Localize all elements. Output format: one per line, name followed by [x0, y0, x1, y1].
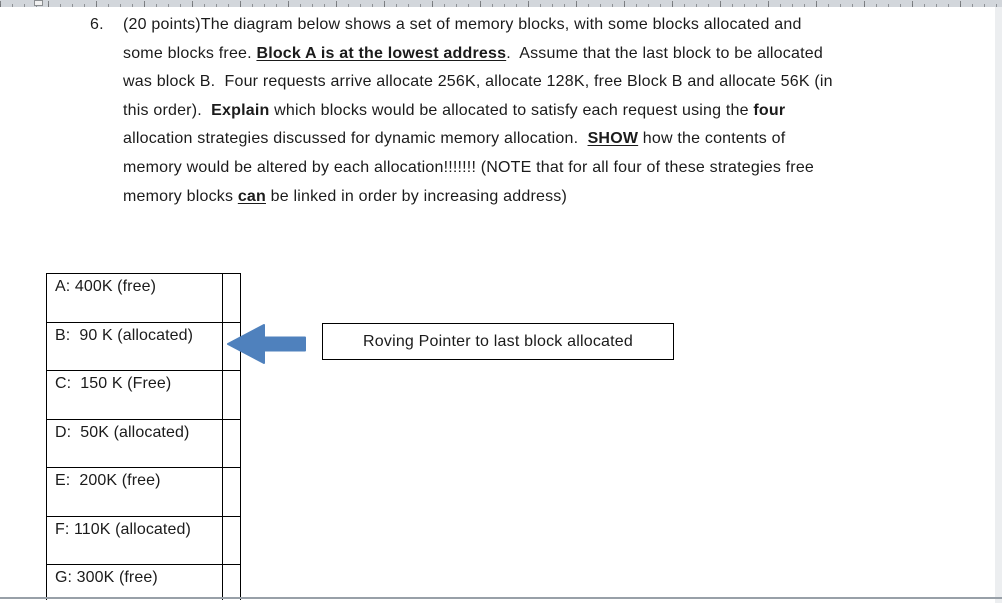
left-arrow-shape	[227, 324, 306, 364]
roving-pointer-arrow-icon	[227, 324, 306, 364]
memory-block-row: E: 200K (free)	[47, 467, 241, 516]
memory-block-label: A: 400K (free)	[47, 274, 223, 322]
memory-block-row: A: 400K (free)	[47, 273, 241, 322]
memory-block-side-cell	[223, 516, 241, 564]
memory-block-side-cell	[223, 274, 241, 322]
memory-block-side-cell	[223, 371, 241, 419]
question-text-run: be linked in order by increasing address…	[266, 187, 568, 205]
memory-block-row: C: 150 K (Free)	[47, 370, 241, 419]
question-line: allocation strategies discussed for dyna…	[123, 125, 993, 154]
memory-block-label: C: 150 K (Free)	[47, 371, 223, 419]
memory-block-side-cell	[223, 468, 241, 516]
roving-pointer-label-box: Roving Pointer to last block allocated	[322, 323, 674, 360]
question-line: was block B. Four requests arrive alloca…	[123, 68, 993, 97]
indent-marker-icon[interactable]	[34, 0, 43, 6]
question-text-run: how the contents of	[638, 130, 786, 148]
question-text-run: Explain	[211, 101, 270, 119]
ruler-major-ticks	[0, 1, 1002, 7]
memory-block-row: F: 110K (allocated)	[47, 515, 241, 564]
question-text-run: . Assume that the last block to be alloc…	[506, 44, 823, 62]
question-text-run: (20 points)The diagram below shows a set…	[123, 16, 802, 33]
memory-block-label: G: 300K (free)	[47, 565, 223, 600]
question-line: this order). Explain which blocks would …	[123, 97, 993, 126]
question-number: 6.	[90, 16, 104, 33]
question-text-run: some blocks free.	[123, 44, 257, 62]
memory-block-side-cell	[223, 565, 241, 600]
memory-block-label: E: 200K (free)	[47, 468, 223, 516]
question-line: (20 points)The diagram below shows a set…	[123, 11, 993, 40]
memory-block-label: B: 90 K (allocated)	[47, 322, 223, 370]
question-text-run: memory blocks	[123, 187, 238, 205]
question-line: memory blocks can be linked in order by …	[123, 183, 993, 212]
memory-block-side-cell	[223, 419, 241, 467]
page-edge-strip	[995, 0, 1002, 603]
question-text-run: can	[237, 187, 266, 205]
question-text-run: which blocks would be allocated to satis…	[269, 101, 754, 119]
question-text-run: was block B. Four requests arrive alloca…	[123, 73, 833, 91]
question-text-run: Block A is at the lowest address	[256, 44, 507, 62]
memory-block-label: D: 50K (allocated)	[47, 419, 223, 467]
question-line: some blocks free. Block A is at the lowe…	[123, 40, 993, 69]
memory-table: A: 400K (free)B: 90 K (allocated)C: 150 …	[46, 273, 241, 600]
question-text-run: memory would be altered by each allocati…	[123, 158, 815, 176]
question-body: (20 points)The diagram below shows a set…	[123, 11, 993, 211]
memory-block-row: G: 300K (free)	[47, 564, 241, 600]
ruler	[0, 0, 1002, 7]
question-text-run: allocation strategies discussed for dyna…	[123, 130, 588, 148]
question-text-run: this order).	[123, 101, 212, 119]
window-bottom-border	[0, 597, 1002, 599]
memory-block-row: D: 50K (allocated)	[47, 418, 241, 467]
question-line: memory would be altered by each allocati…	[123, 154, 993, 183]
memory-block-label: F: 110K (allocated)	[47, 516, 223, 564]
question-text-run: four	[753, 101, 786, 119]
question-6: 6. (20 points)The diagram below shows a …	[0, 11, 1002, 211]
roving-pointer-label: Roving Pointer to last block allocated	[363, 332, 633, 350]
memory-block-row: B: 90 K (allocated)	[47, 321, 241, 370]
question-text-run: SHOW	[587, 130, 639, 148]
